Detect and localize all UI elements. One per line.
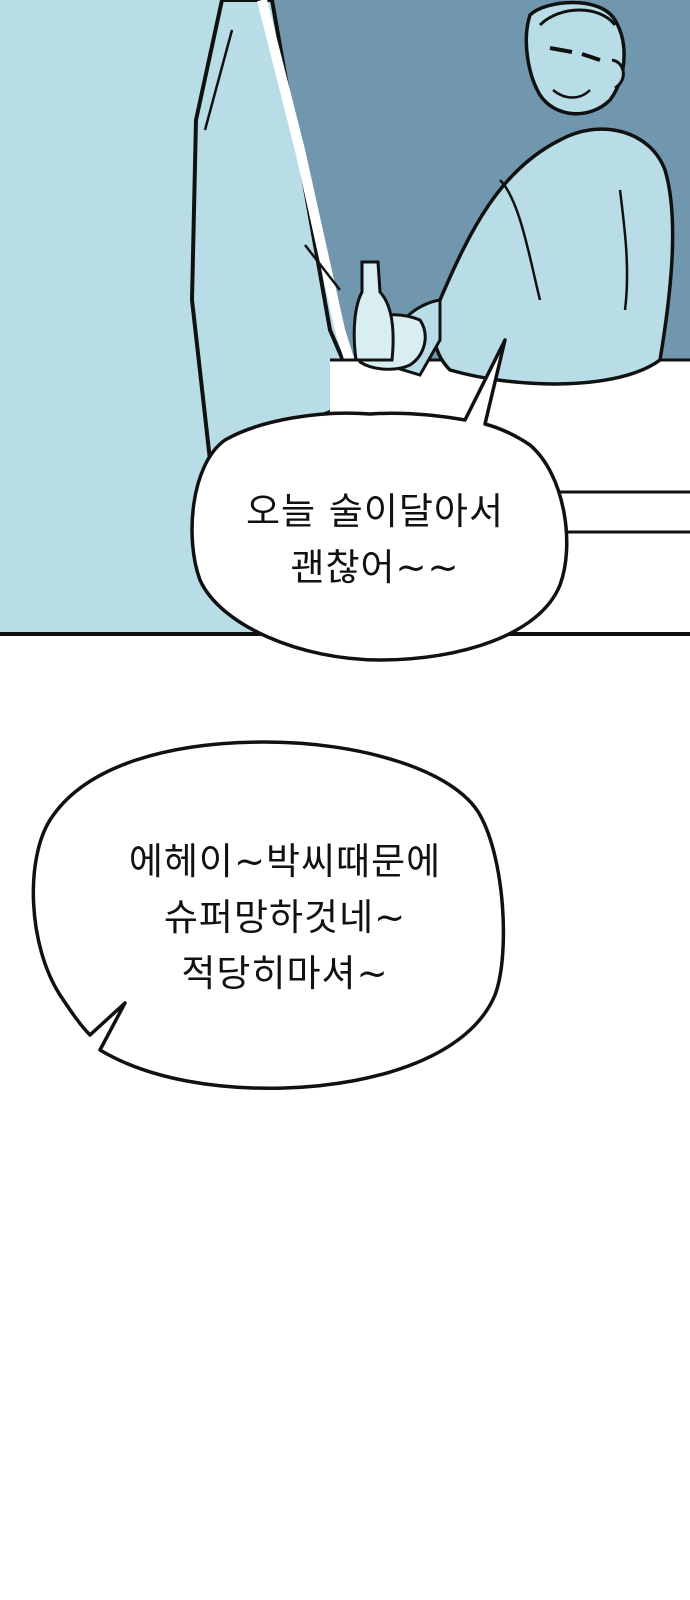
speech-line: 에헤이~박씨때문에 (128, 840, 442, 883)
speech-line: 괜찮어~~ (290, 546, 460, 589)
speech-bubble-2-text: 에헤이~박씨때문에 슈퍼망하것네~ 적당히마셔~ (55, 834, 515, 1002)
speech-bubble-2 (31, 740, 506, 1090)
speech-line: 적당히마셔~ (181, 952, 389, 995)
speech-bubble-1 (190, 338, 569, 662)
speech-line: 오늘 술이달아서 (245, 490, 505, 533)
speech-line: 슈퍼망하것네~ (163, 896, 407, 939)
speech-bubble-1-text: 오늘 술이달아서 괜찮어~~ (200, 484, 550, 596)
